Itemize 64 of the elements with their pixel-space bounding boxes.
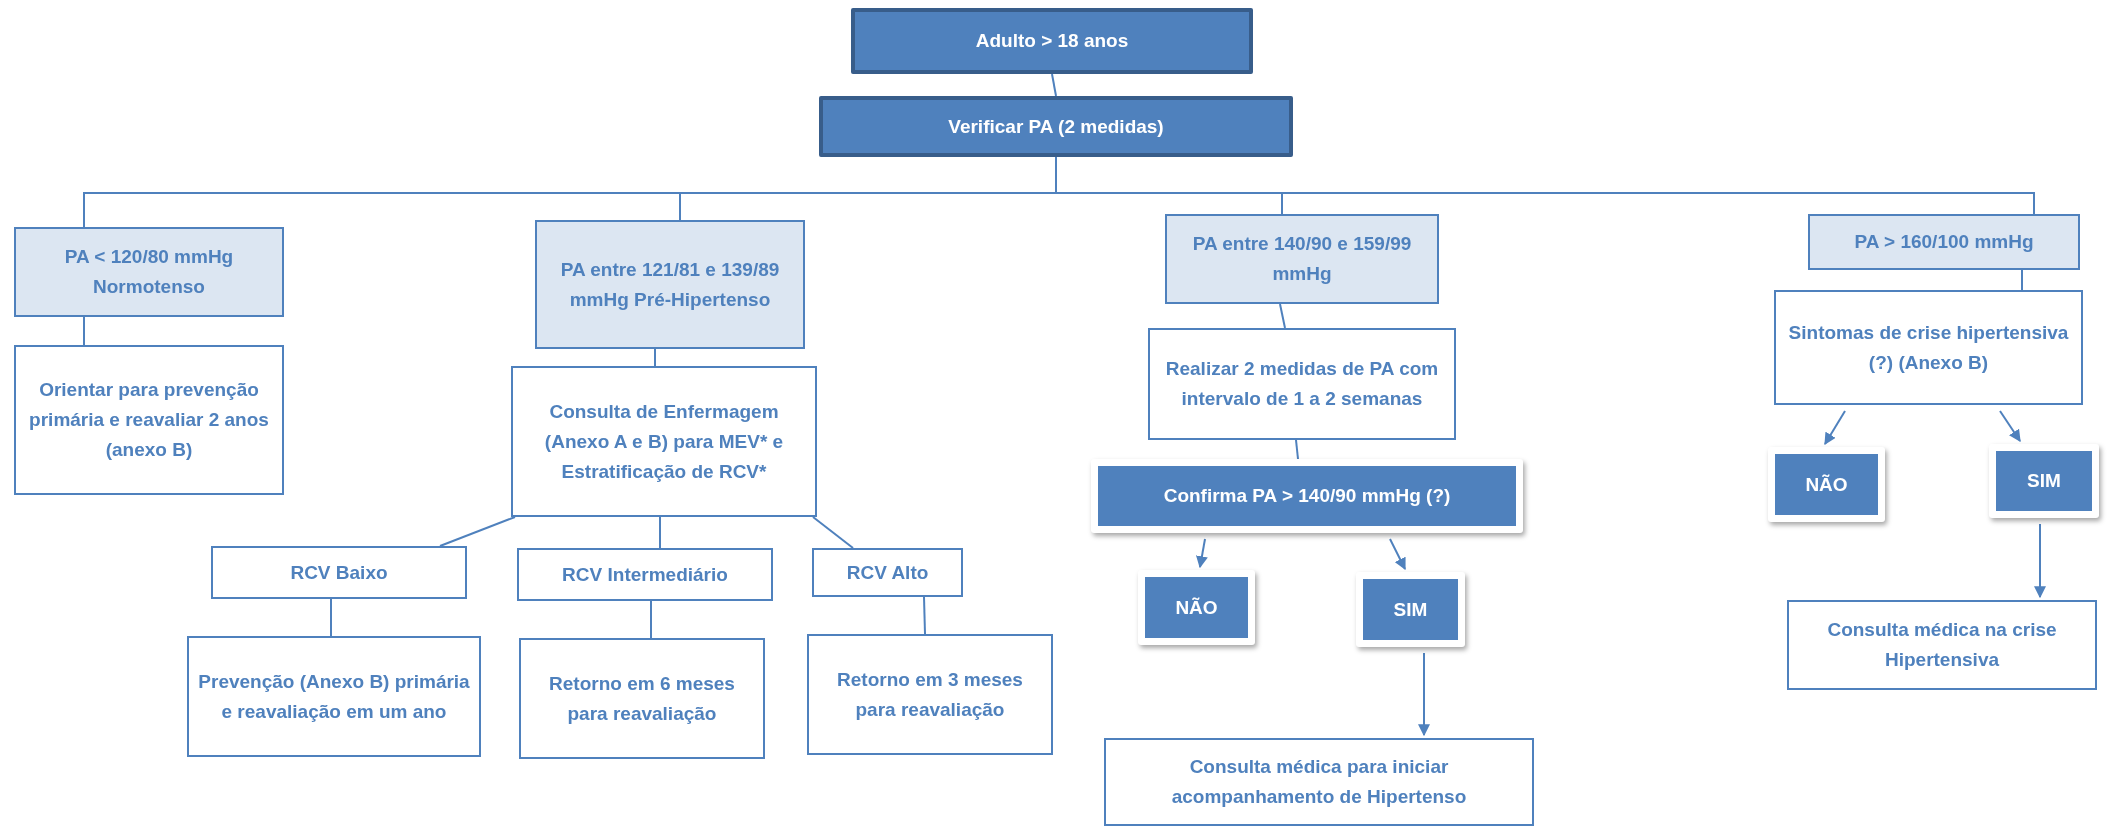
node-text: RCV Intermediário [562,562,728,587]
process-box [14,345,284,495]
node-text: Prevenção (Anexo B) primária e reavaliação em um ano [197,669,471,724]
node-text: PA entre 140/90 e 159/99 mmHg [1191,232,1413,286]
process-box [211,546,467,599]
node-text: Realizar 2 medidas de PA com intervalo de 1 a 2 semanas [1164,357,1440,411]
node-text: RCV Alto [846,560,929,585]
arrow [1418,652,1430,737]
answer-box [1768,447,1885,522]
node-text: Consulta médica na crise Hipertensiva [1826,618,2058,672]
arrow [2034,523,2046,599]
node-text: Orientar para prevenção primária e reavaliar 2 anos (anexo B) [28,378,270,462]
answer-box [1091,459,1523,533]
process-box [851,8,1253,74]
process-box [519,638,765,759]
connector-line [650,600,652,639]
arrow [1389,538,1406,571]
node-text: Verificar PA (2 medidas) [948,114,1164,139]
node-text: PA entre 121/81 e 139/89 mmHg Pré-Hipertenso [559,257,781,312]
connector-line [439,516,516,547]
node-text: Retorno em 6 meses para reavaliação [548,671,736,726]
node-text: Consulta de Enfermagem (Anexo A e B) para MEV* e Estratificação de RCV* [543,399,785,484]
connector-line [2021,269,2023,291]
process-box [1148,328,1456,440]
process-box [1104,738,1534,826]
arrow [1824,410,1846,446]
connector-line [812,516,854,549]
node-text: Retorno em 3 meses para reavaliação [836,667,1024,722]
answer-box [1356,572,1465,647]
node-text: NÃO [1805,472,1848,497]
category-box [1165,214,1439,304]
category-box [1808,214,2080,270]
connector-line [923,596,926,635]
node-text: Confirma PA > 140/90 mmHg (?) [1163,484,1451,508]
node-text: PA < 120/80 mmHg Normotenso [63,245,235,299]
process-box [187,636,481,757]
connector-line [654,348,656,367]
node-text: RCV Baixo [290,560,388,585]
answer-box [1138,570,1255,645]
process-box [1774,290,2083,405]
connector-line [1279,303,1286,329]
process-box [819,96,1293,157]
answer-box [1989,444,2099,518]
category-box [535,220,805,349]
connector-line [83,316,85,346]
connector-line [1295,439,1299,460]
process-box [1787,600,2097,690]
connector-line [659,516,661,549]
node-text: Sintomas de crise hipertensiva (?) (Anexo B) [1787,320,2070,375]
node-text: Adulto > 18 anos [975,29,1129,53]
category-box [14,227,284,317]
process-box [517,548,773,601]
process-box [812,548,963,597]
node-text: Consulta médica para iniciar acompanhamento de Hipertenso [1170,755,1468,809]
arrow [1999,410,2021,442]
process-box [511,366,817,517]
process-box [807,634,1053,755]
connector-line [330,598,332,637]
node-text: SIM [1393,597,1428,622]
node-text: PA > 160/100 mmHg [1854,230,2034,254]
arrow [1196,538,1208,569]
connector-line [1051,73,1057,97]
node-text: SIM [2027,469,2061,493]
node-text: NÃO [1175,595,1218,620]
